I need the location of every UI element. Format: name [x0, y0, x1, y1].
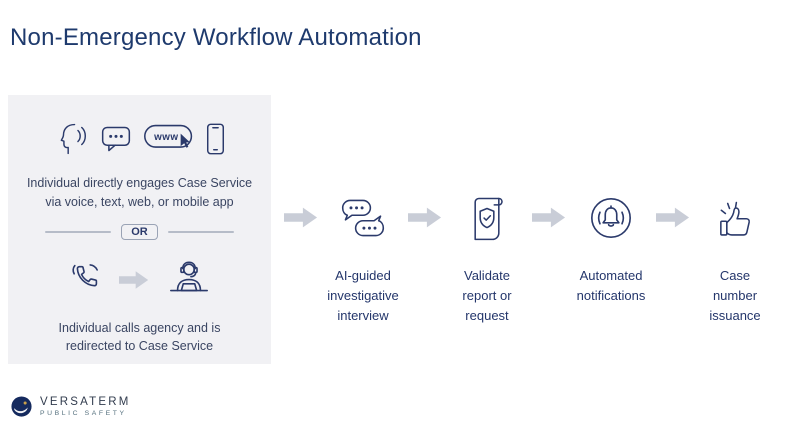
notifications-bell-icon	[591, 198, 631, 238]
www-label: www	[153, 132, 178, 143]
engage-text: Individual directly engages Case Service…	[26, 176, 253, 209]
intake-panel: www Individual directly engages Case Ser…	[8, 95, 271, 364]
step-label: AI-guided investigative interview	[327, 268, 399, 324]
flow-arrow-icon	[532, 207, 566, 228]
agent-headset-icon	[169, 260, 208, 291]
text-message-icon	[101, 126, 130, 152]
call-redirect-icons	[66, 252, 214, 308]
logo-name: VERSATERM	[40, 396, 131, 408]
versaterm-logo-icon	[11, 396, 32, 417]
web-icon: www	[143, 124, 192, 148]
step-case-number: Case number issuance	[691, 192, 779, 326]
voice-icon	[60, 123, 86, 155]
divider-line	[44, 230, 112, 233]
thumbs-up-icon	[720, 201, 751, 236]
step-label: Case number issuance	[709, 268, 761, 324]
step-label: Validate report or request	[462, 268, 512, 324]
step-ai-interview: AI-guided investigative interview	[319, 192, 407, 326]
divider-line	[167, 230, 235, 233]
redirect-arrow-icon	[118, 270, 148, 289]
step-icon-wrap	[339, 192, 387, 244]
page-title: Non-Emergency Workflow Automation	[10, 24, 422, 51]
step-icon-wrap	[714, 192, 756, 244]
flow-arrow-icon	[656, 207, 690, 228]
step-label: Automated notifications	[576, 268, 646, 304]
logo: VERSATERM PUBLIC SAFETY	[10, 395, 131, 418]
ai-interview-icon	[341, 199, 385, 237]
logo-text: VERSATERM PUBLIC SAFETY	[40, 396, 131, 417]
call-text: Individual calls agency and is redirecte…	[58, 320, 221, 354]
step-icon-wrap	[588, 192, 634, 244]
logo-tagline: PUBLIC SAFETY	[40, 410, 127, 417]
flow-arrow-icon	[284, 207, 318, 228]
validate-report-icon	[474, 197, 503, 240]
or-label: OR	[121, 223, 158, 240]
step-validate-report: Validate report or request	[443, 192, 531, 326]
mobile-app-icon	[206, 123, 224, 155]
step-notifications: Automated notifications	[567, 192, 655, 306]
step-icon-wrap	[467, 192, 507, 244]
workflow: AI-guided investigative interview Valida…	[283, 192, 779, 326]
or-divider: OR	[44, 223, 235, 240]
phone-ringing-icon	[71, 263, 98, 287]
engage-channels-icons: www	[55, 115, 225, 163]
flow-arrow-icon	[408, 207, 442, 228]
